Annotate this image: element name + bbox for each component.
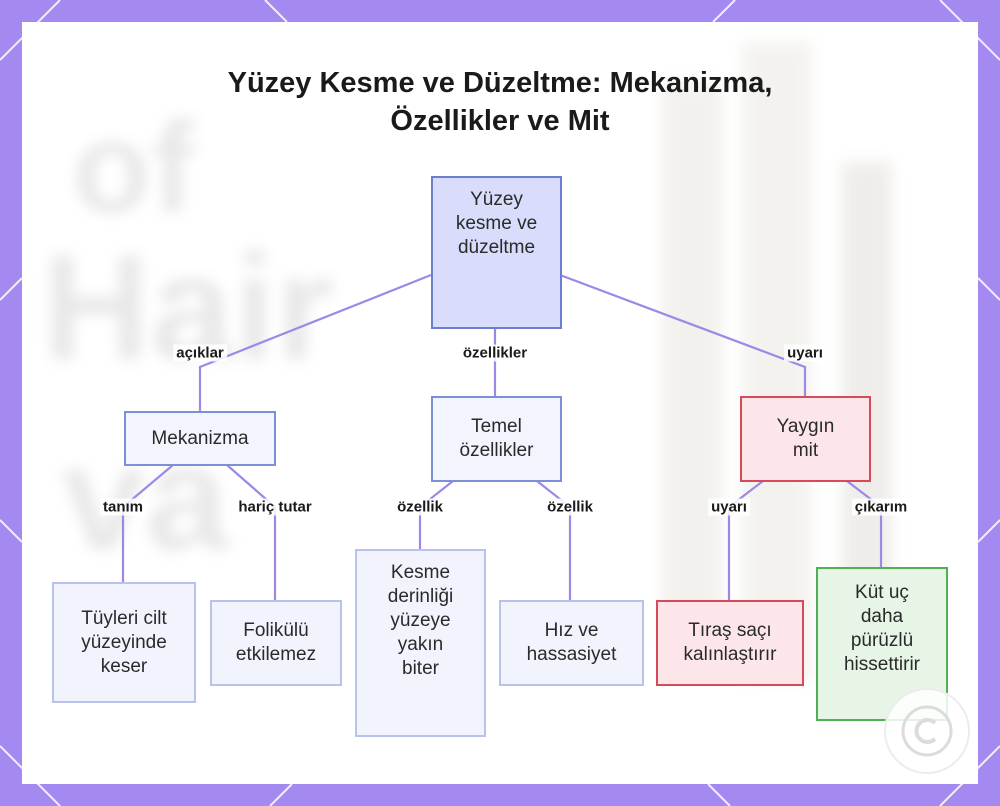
- node-root: Yüzey kesme ve düzeltme: [431, 176, 562, 329]
- edge-label-tanim: tanım: [99, 498, 147, 516]
- node-hiz-hassasiyet: Hız ve hassasiyet: [499, 600, 644, 686]
- node-yaygin-mit: Yaygın mit: [740, 396, 871, 482]
- edge-label-ozellik: özellik: [544, 498, 596, 516]
- edge-mit-kut: [846, 480, 883, 567]
- title-line: Özellikler ve Mit: [390, 105, 610, 137]
- edge-label-ozellik: özellik: [394, 498, 446, 516]
- diagram-panel: of Hair va Yüzey Kesme ve Düzeltme: Meka…: [22, 22, 978, 784]
- diagram-title: Yüzey Kesme ve Düzeltme: Mekanizma, Özel…: [22, 64, 978, 140]
- node-tuyleri-keser: Tüyleri cilt yüzeyinde keser: [52, 582, 196, 703]
- copyright-circle-icon: [884, 688, 970, 774]
- node-mekanizma: Mekanizma: [124, 411, 276, 466]
- edge-root-mit: [559, 273, 807, 396]
- copyright-glyph: [901, 705, 953, 757]
- title-line: Yüzey Kesme ve Düzeltme: Mekanizma,: [227, 67, 773, 99]
- edge-label-ozellikler: özellikler: [459, 344, 531, 362]
- edge-label-uyari: uyarı: [784, 344, 826, 362]
- edge-root-mekanizma: [198, 273, 432, 411]
- edge-layer: [121, 273, 883, 600]
- node-tiras-kalinlastirir: Tıraş saçı kalınlaştırır: [656, 600, 804, 686]
- node-temel-ozellikler: Temel özellikler: [431, 396, 562, 482]
- edge-label-uyari: uyarı: [708, 498, 750, 516]
- edge-mekanizma-folikulu: [226, 464, 277, 600]
- edge-label-cikarim: çıkarım: [851, 498, 911, 516]
- node-kesme-derinligi: Kesme derinliği yüzeye yakın biter: [355, 549, 486, 737]
- edge-label-haric-tutar: hariç tutar: [235, 498, 315, 516]
- node-folikulu-etkilemez: Folikülü etkilemez: [210, 600, 342, 686]
- edge-label-aciklar: açıklar: [173, 344, 227, 362]
- edge-mekanizma-tuyleri: [121, 464, 174, 582]
